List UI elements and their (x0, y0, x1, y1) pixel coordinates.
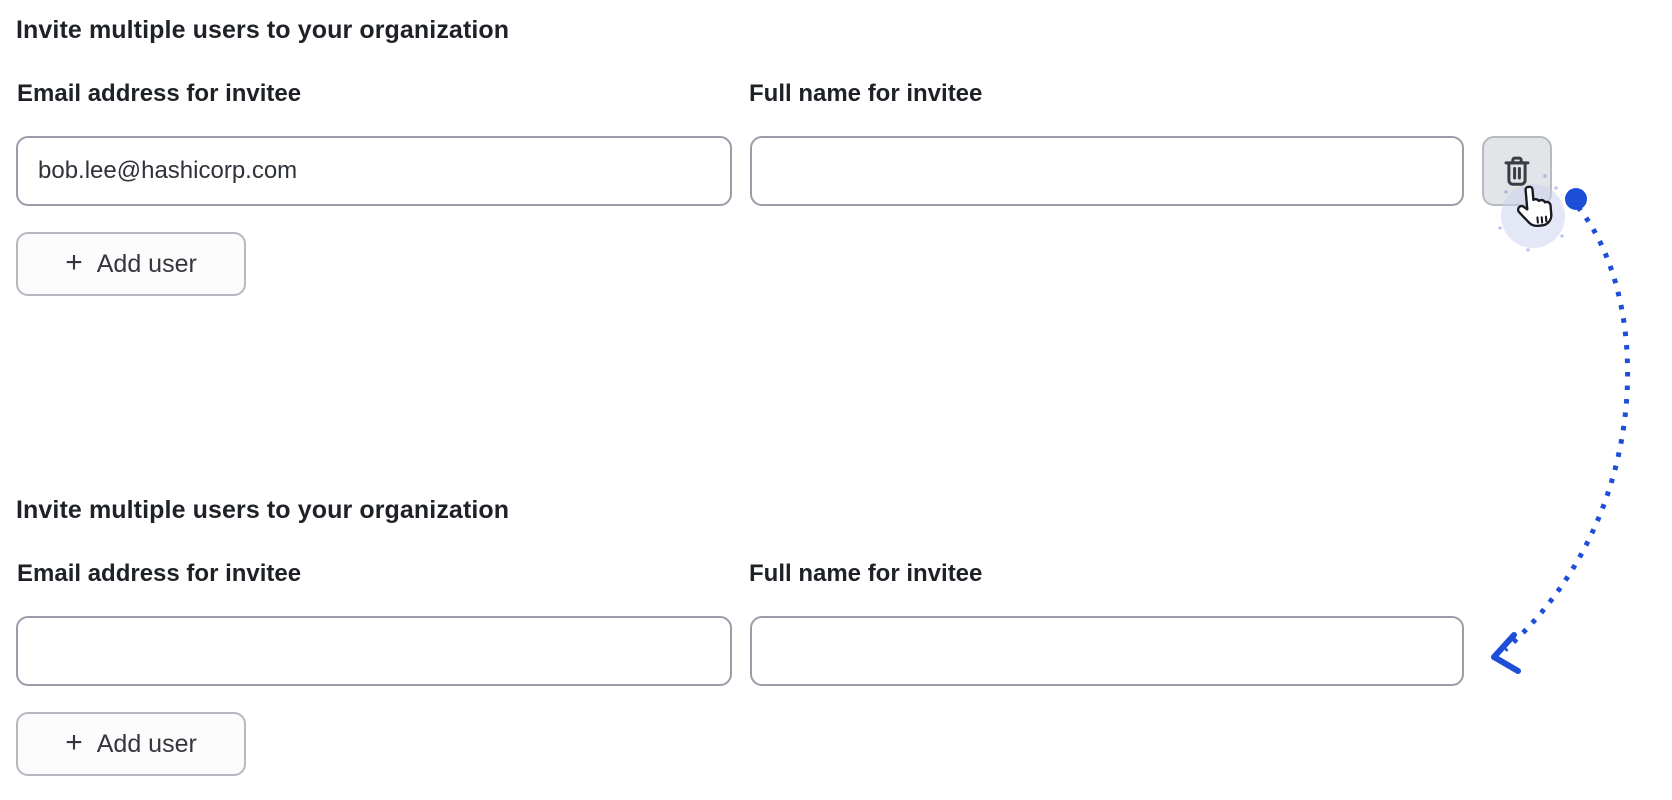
full-name-label: Full name for invitee (749, 80, 983, 107)
section-heading: Invite multiple users to your organizati… (16, 496, 510, 524)
full-name-label: Full name for invitee (749, 560, 983, 587)
invite-form-after: Invite multiple users to your organizati… (0, 480, 1672, 800)
invite-form-before: Invite multiple users to your organizati… (16, 16, 1552, 296)
delete-user-button[interactable] (1482, 136, 1552, 206)
add-user-label: Add user (96, 249, 197, 278)
add-user-button[interactable]: + Add user (16, 232, 246, 296)
add-user-label: Add user (96, 729, 197, 758)
full-name-input[interactable] (750, 616, 1464, 686)
email-input[interactable] (16, 136, 732, 206)
email-label: Email address for invitee (17, 80, 302, 107)
email-label: Email address for invitee (17, 560, 302, 587)
plus-icon: + (65, 245, 83, 279)
trash-icon (1504, 156, 1530, 186)
add-user-button[interactable]: + Add user (16, 712, 246, 776)
full-name-input[interactable] (750, 136, 1464, 206)
email-input[interactable] (16, 616, 732, 686)
section-heading: Invite multiple users to your organizati… (16, 16, 510, 44)
plus-icon: + (65, 725, 83, 759)
